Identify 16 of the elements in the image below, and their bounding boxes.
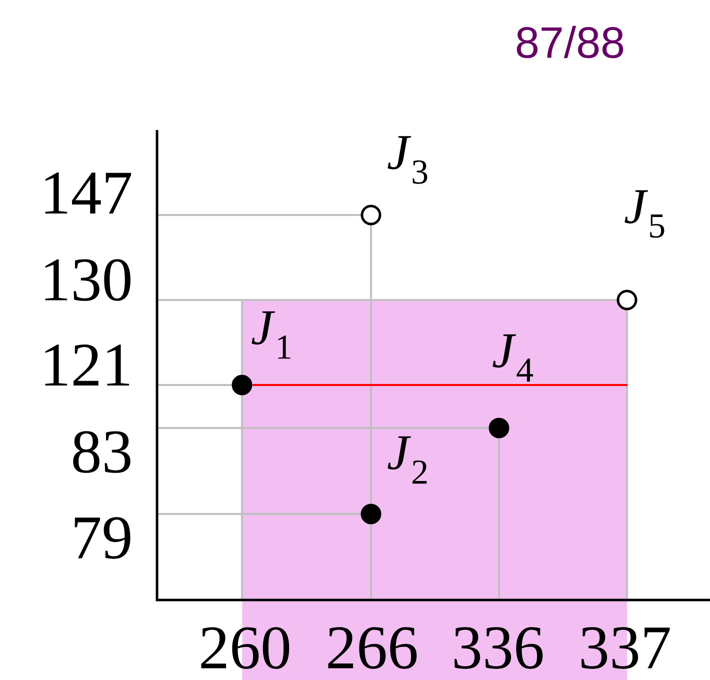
tick-label: 336: [454, 627, 543, 669]
tick-label: 121: [45, 344, 130, 386]
tick-label: 130: [45, 259, 130, 301]
point-label: J$_{1}$: [252, 311, 290, 359]
point-label: J$_{4}$: [492, 334, 534, 382]
page-number: 87/88: [516, 26, 624, 58]
tick-label: 79: [74, 517, 130, 559]
line: [252, 384, 628, 386]
point-label: J$_{2}$: [388, 436, 427, 484]
tick-label: 266: [328, 627, 417, 669]
point-label: J$_{3}$: [388, 136, 428, 184]
tick-label: 337: [581, 627, 670, 669]
tick-label: 147: [45, 172, 132, 214]
tick-label: 260: [201, 627, 290, 669]
point-label: J$_{5}$: [624, 190, 664, 238]
tick-label: 83: [73, 431, 130, 473]
